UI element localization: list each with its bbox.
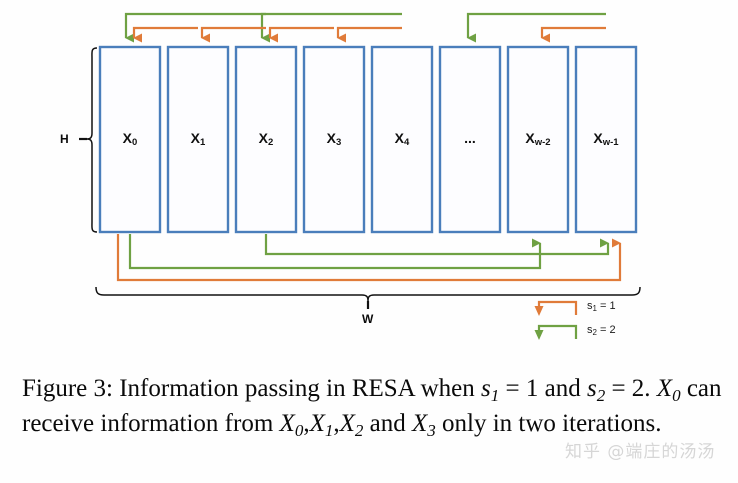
caption-xb-var: X: [309, 410, 325, 437]
legend-row-s1: s1 = 1: [525, 298, 616, 320]
column-label-3: X3: [304, 130, 364, 148]
green-wrap-col2-to-col7: [264, 234, 610, 256]
caption-s1-var: s: [481, 375, 491, 402]
caption-and-1: and: [538, 375, 581, 402]
caption-xd-var: X: [412, 410, 428, 437]
caption-x0-var: X: [656, 375, 673, 402]
orange-arrow-col1-to-col0: [132, 26, 198, 43]
orange-arrow-col7-to-col6: [540, 26, 606, 43]
feature-map-columns: [98, 45, 638, 234]
caption-and-2: and: [363, 410, 406, 437]
column-label-0-sub: 0: [132, 137, 138, 148]
column-label-0-base: X: [122, 130, 133, 146]
caption-comma-1: ,: [303, 410, 310, 437]
column-label-1: X1: [168, 130, 228, 148]
column-label-1-base: X: [190, 130, 201, 146]
column-box-2: [234, 45, 298, 234]
column-label-w-minus-1-sub: w-1: [602, 137, 619, 148]
column-label-2-sub: 2: [268, 137, 274, 148]
height-dimension-label: H: [60, 132, 70, 146]
caption-xb-sub: 1: [324, 421, 334, 440]
column-box-3: [302, 45, 366, 234]
column-box-0: [98, 45, 162, 234]
column-label-w-minus-2: Xw-2: [508, 130, 568, 148]
caption-comma-2: ,: [333, 410, 340, 437]
legend-label-s2: s2 = 2: [587, 324, 616, 337]
column-label-ellipsis: ...: [440, 131, 500, 146]
column-label-w-minus-1-base: X: [593, 130, 603, 146]
column-label-3-sub: 3: [336, 137, 342, 148]
legend: s1 = 1 s2 = 2: [525, 298, 695, 350]
green-arrow-col7-to-col5: [466, 12, 606, 43]
width-brace: [95, 286, 641, 309]
bottom-arrows-orange-stride1: [116, 234, 622, 282]
bottom-arrows-green-stride2: [128, 234, 610, 270]
caption-x0-sub: 0: [672, 386, 681, 405]
column-label-w-minus-1: Xw-1: [576, 130, 636, 148]
caption-xd-sub: 3: [427, 421, 436, 440]
width-dimension-label: W: [362, 312, 374, 326]
column-box-7: [574, 45, 638, 234]
watermark: 知乎 @端庄的汤汤: [565, 442, 716, 462]
column-label-w-minus-2-base: X: [525, 130, 535, 146]
caption-prefix: Figure 3: Information passing in RESA wh…: [22, 375, 481, 402]
resa-information-passing-diagram: [79, 12, 641, 309]
column-label-1-sub: 1: [200, 137, 206, 148]
green-arrow-col4-to-col2: [260, 12, 402, 43]
legend-row-s2: s2 = 2: [525, 322, 616, 344]
caption-s1-eq: = 1: [499, 375, 539, 402]
column-box-4: [370, 45, 434, 234]
column-label-w-minus-2-sub: w-2: [534, 137, 551, 148]
caption-tail: only in two iterations.: [435, 410, 662, 437]
column-label-4-base: X: [394, 130, 405, 146]
caption-s2-var: s: [586, 375, 597, 402]
column-label-4-sub: 4: [404, 137, 410, 148]
legend-label-s1: s1 = 1: [587, 300, 616, 313]
caption-xa-var: X: [279, 410, 295, 437]
caption-s2-sub: 2: [596, 386, 606, 405]
height-brace: [79, 47, 98, 233]
orange-arrow-col2-to-col1: [200, 26, 266, 43]
legend-swatch-s1-icon: [534, 300, 578, 316]
column-box-6: [506, 45, 570, 234]
green-arrow-col2-to-col0: [124, 12, 266, 43]
column-label-0: X0: [100, 130, 160, 148]
top-arrows-green-stride2: [124, 12, 606, 43]
caption-xc-var: X: [339, 410, 355, 437]
column-label-ellipsis-base: ...: [464, 130, 476, 146]
legend-swatch-s2-icon: [534, 324, 578, 340]
column-box-5: [438, 45, 502, 234]
top-arrows-orange-stride1: [132, 26, 606, 43]
orange-arrow-col3-to-col2: [268, 26, 334, 43]
green-wrap-col0-to-col6: [128, 234, 542, 270]
column-label-2: X2: [236, 130, 296, 148]
column-label-2-base: X: [258, 130, 269, 146]
caption-xa-sub: 0: [294, 421, 304, 440]
orange-wrap-col0-to-col7: [116, 234, 622, 282]
column-box-1: [166, 45, 230, 234]
column-label-3-base: X: [326, 130, 337, 146]
caption-mid: can receive information from: [22, 375, 722, 437]
column-label-4: X4: [372, 130, 432, 148]
caption-s1-sub: 1: [490, 386, 500, 405]
caption-xc-sub: 2: [354, 421, 364, 440]
caption-s2-eq: = 2.: [605, 375, 651, 402]
orange-arrow-col4-to-col3: [336, 26, 402, 43]
figure-caption: Figure 3: Information passing in RESA wh…: [22, 372, 722, 442]
